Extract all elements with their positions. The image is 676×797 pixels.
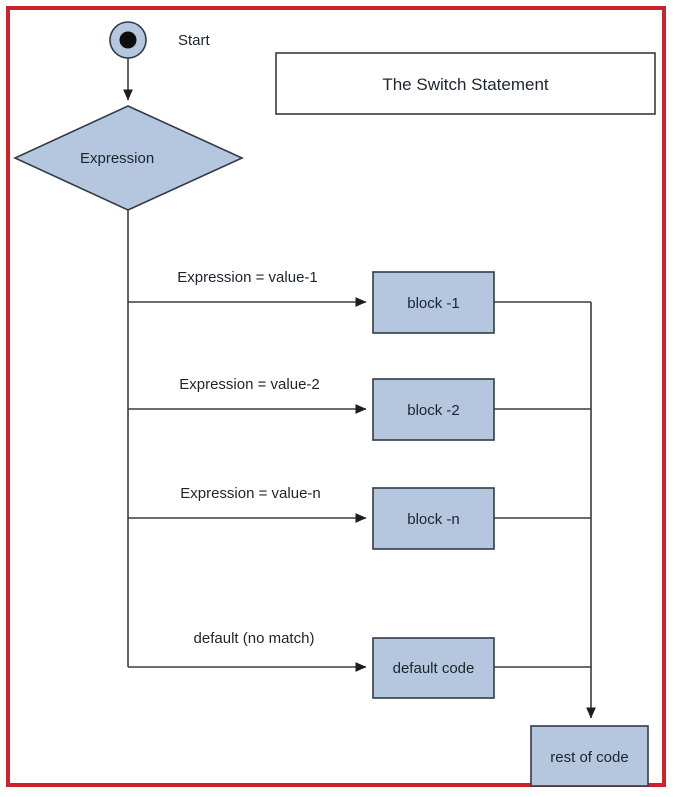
edge-label-branch-default: default (no match) [193,630,315,647]
edge-label-branch-1: Expression = value-1 [177,269,318,286]
block-2-box [372,378,495,441]
edge-label-branch-n: Expression = value-n [180,485,321,502]
title-text: The Switch Statement [382,75,549,94]
default-code-box [372,637,495,699]
block-2-label: block -2 [407,402,460,419]
rest-of-code-box [530,725,649,787]
start-node-inner-dot [119,31,137,49]
default-code-label: default code [392,660,475,677]
start-node-label: Start [178,32,210,49]
block-1-label: block -1 [407,295,460,312]
block-n-box [372,487,495,550]
rest-of-code-label: rest of code [550,749,629,766]
decision-node-label: Expression [80,150,155,167]
edge-label-branch-2: Expression = value-2 [179,376,320,393]
block-n-label: block -n [407,511,460,528]
title-box [275,52,656,115]
